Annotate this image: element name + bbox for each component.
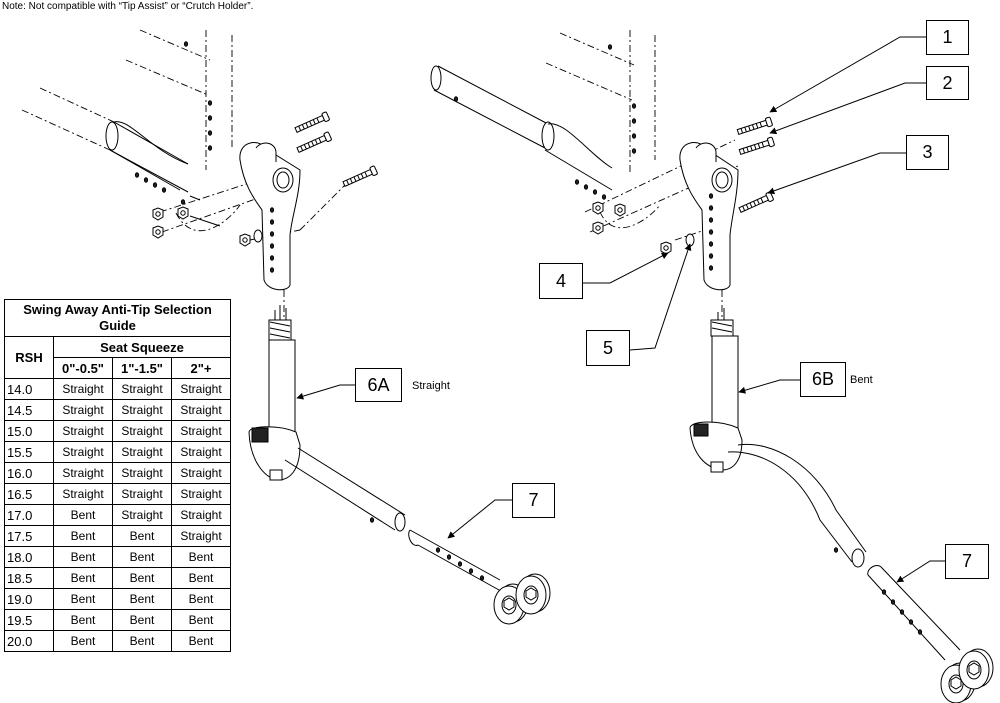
callout-5: 5 (586, 330, 630, 366)
rsh-cell: 15.0 (4, 420, 54, 442)
selection-cell: Straight (171, 420, 231, 442)
callout-4: 4 (539, 263, 583, 299)
right-swing-bracket (679, 142, 739, 291)
selection-cell: Bent (171, 630, 231, 652)
callout-2: 2 (926, 66, 969, 100)
left-caster-extension (408, 529, 551, 625)
column-header: 2"+ (171, 357, 231, 379)
rsh-cell: 16.5 (4, 483, 54, 505)
selection-cell: Straight (112, 378, 172, 400)
selection-cell: Bent (112, 567, 172, 589)
rsh-cell: 14.0 (4, 378, 54, 400)
left-antitip-tube (248, 290, 406, 532)
selection-cell: Bent (53, 546, 113, 568)
selection-cell: Straight (112, 504, 172, 526)
selection-cell: Straight (53, 483, 113, 505)
left-swing-bracket (239, 142, 301, 291)
selection-cell: Straight (171, 462, 231, 484)
selection-cell: Straight (53, 378, 113, 400)
selection-cell: Straight (53, 420, 113, 442)
selection-cell: Bent (171, 609, 231, 631)
selection-cell: Bent (112, 630, 172, 652)
callout-6a: 6A (355, 368, 402, 402)
selection-cell: Bent (53, 609, 113, 631)
selection-cell: Straight (171, 399, 231, 421)
rsh-cell: 14.5 (4, 399, 54, 421)
selection-cell: Bent (53, 504, 113, 526)
selection-cell: Bent (171, 567, 231, 589)
right-caster-extension (867, 565, 994, 703)
selection-cell: Bent (112, 546, 172, 568)
rsh-cell: 17.0 (4, 504, 54, 526)
selection-cell: Straight (112, 462, 172, 484)
right-frame-lines (430, 30, 741, 241)
selection-cell: Straight (171, 504, 231, 526)
selection-cell: Straight (171, 378, 231, 400)
rsh-header: RSH (4, 336, 54, 379)
table-title: Swing Away Anti-Tip Selection Guide (4, 299, 231, 337)
selection-cell: Bent (171, 588, 231, 610)
selection-cell: Straight (53, 399, 113, 421)
selection-cell: Bent (171, 546, 231, 568)
column-header: 1"-1.5" (112, 357, 172, 379)
callout-6b: 6B (800, 362, 846, 397)
rsh-cell: 18.5 (4, 567, 54, 589)
callout-1: 1 (926, 20, 969, 55)
selection-cell: Straight (171, 525, 231, 547)
leader-lines (296, 36, 945, 583)
selection-cell: Straight (112, 420, 172, 442)
caption-bent: Bent (850, 374, 873, 386)
selection-cell: Straight (112, 399, 172, 421)
selection-cell: Straight (171, 441, 231, 463)
selection-guide-table: Swing Away Anti-Tip Selection Guide RSH … (4, 299, 231, 652)
selection-cell: Bent (53, 630, 113, 652)
selection-cell: Bent (53, 525, 113, 547)
callout-7-right: 7 (945, 544, 989, 579)
selection-cell: Bent (112, 525, 172, 547)
compatibility-note: Note: Not compatible with “Tip Assist” o… (2, 1, 254, 12)
column-header: 0"-0.5" (53, 357, 113, 379)
callout-3: 3 (906, 135, 949, 170)
left-hardware (152, 111, 379, 247)
right-antitip-tube (689, 290, 867, 568)
seat-squeeze-header: Seat Squeeze (53, 336, 231, 358)
callout-7-left: 7 (512, 483, 555, 518)
rsh-cell: 19.5 (4, 609, 54, 631)
rsh-cell: 19.0 (4, 588, 54, 610)
rsh-cell: 20.0 (4, 630, 54, 652)
selection-cell: Bent (112, 588, 172, 610)
selection-cell: Straight (53, 441, 113, 463)
selection-cell: Bent (53, 567, 113, 589)
rsh-cell: 15.5 (4, 441, 54, 463)
selection-cell: Straight (53, 462, 113, 484)
rsh-cell: 17.5 (4, 525, 54, 547)
selection-cell: Straight (171, 483, 231, 505)
selection-cell: Bent (53, 588, 113, 610)
rsh-cell: 18.0 (4, 546, 54, 568)
right-hardware (592, 116, 776, 255)
left-frame-lines (21, 29, 346, 241)
rsh-cell: 16.0 (4, 462, 54, 484)
selection-cell: Straight (112, 483, 172, 505)
selection-cell: Straight (112, 441, 172, 463)
caption-straight: Straight (412, 380, 450, 392)
selection-cell: Bent (112, 609, 172, 631)
